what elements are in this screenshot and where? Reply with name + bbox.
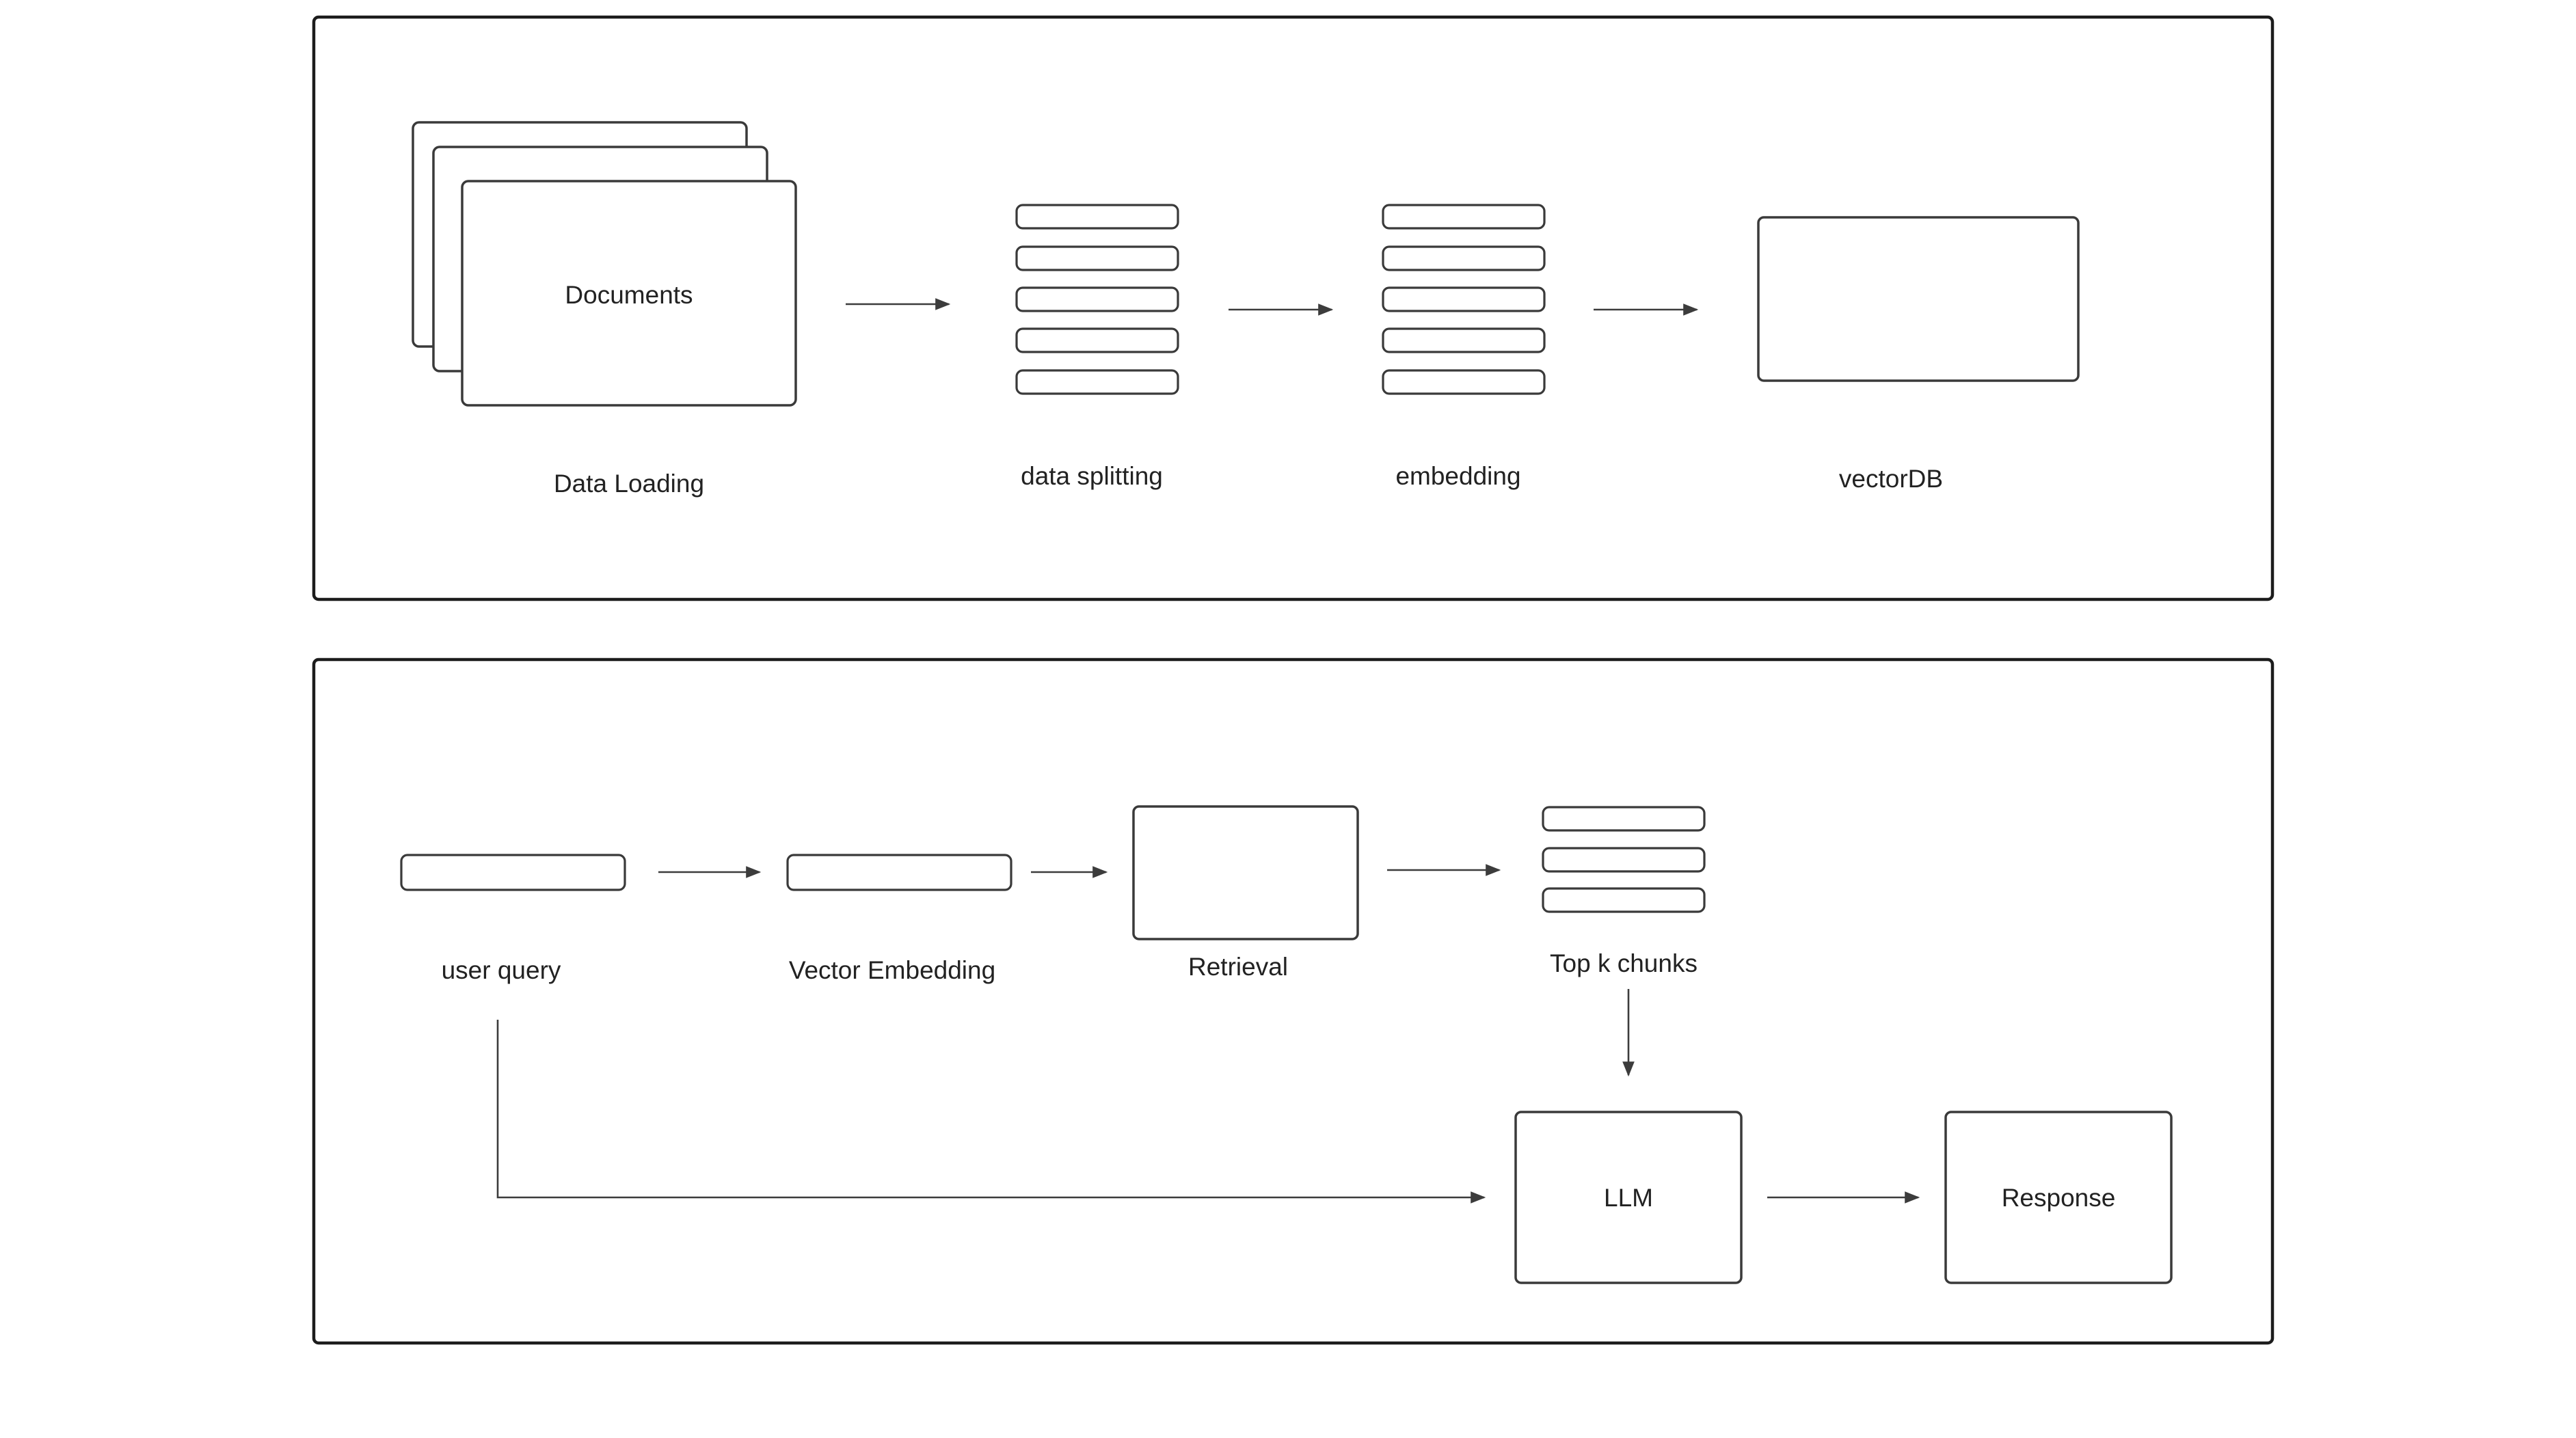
vector-embedding-label: Vector Embedding	[789, 956, 995, 984]
data-loading-label: Data Loading	[554, 470, 704, 498]
vectordb-box	[1757, 216, 2080, 382]
embedding-chunk	[1382, 204, 1546, 230]
embedding-chunk	[1382, 369, 1546, 395]
arrow-query-to-llm	[496, 1020, 1486, 1204]
response-box	[1944, 1111, 2173, 1284]
user-query-label: user query	[442, 956, 561, 984]
split-chunk	[1015, 369, 1179, 395]
data-splitting-label: data splitting	[1021, 462, 1163, 490]
response-label: Response	[2002, 1184, 2116, 1212]
vectordb-label: vectorDB	[1839, 465, 1943, 493]
embedding-chunk	[1382, 327, 1546, 353]
embedding-chunks	[1382, 204, 1546, 395]
document-card-front	[461, 180, 797, 407]
split-chunks	[1015, 204, 1179, 395]
embedding-chunk	[1382, 245, 1546, 271]
split-chunk	[1015, 245, 1179, 271]
documents-stack: Documents	[412, 121, 797, 407]
split-chunk	[1015, 204, 1179, 230]
top-k-chunk	[1542, 887, 1706, 913]
llm-label: LLM	[1604, 1184, 1653, 1212]
top-k-chunk	[1542, 806, 1706, 832]
user-query-box	[400, 854, 626, 891]
retrieval-box	[1132, 805, 1359, 940]
top-k-label: Top k chunks	[1550, 949, 1698, 977]
split-chunk	[1015, 327, 1179, 353]
top-k-chunk	[1542, 847, 1706, 873]
retrieval-label: Retrieval	[1188, 953, 1288, 981]
split-chunk	[1015, 286, 1179, 312]
llm-box	[1514, 1111, 1743, 1284]
top-k-chunks	[1542, 806, 1706, 913]
retrieval-panel-frame	[312, 657, 2275, 1345]
embedding-label: embedding	[1395, 462, 1520, 490]
documents-label: Documents	[565, 281, 693, 309]
vector-embedding-box	[786, 854, 1012, 891]
embedding-chunk	[1382, 286, 1546, 312]
retrieval-panel: user query Vector Embedding Retrieval To…	[312, 657, 2275, 1345]
ingestion-panel: Documents Data Loading data splitting em…	[312, 15, 2275, 601]
ingestion-panel-frame	[312, 15, 2275, 601]
